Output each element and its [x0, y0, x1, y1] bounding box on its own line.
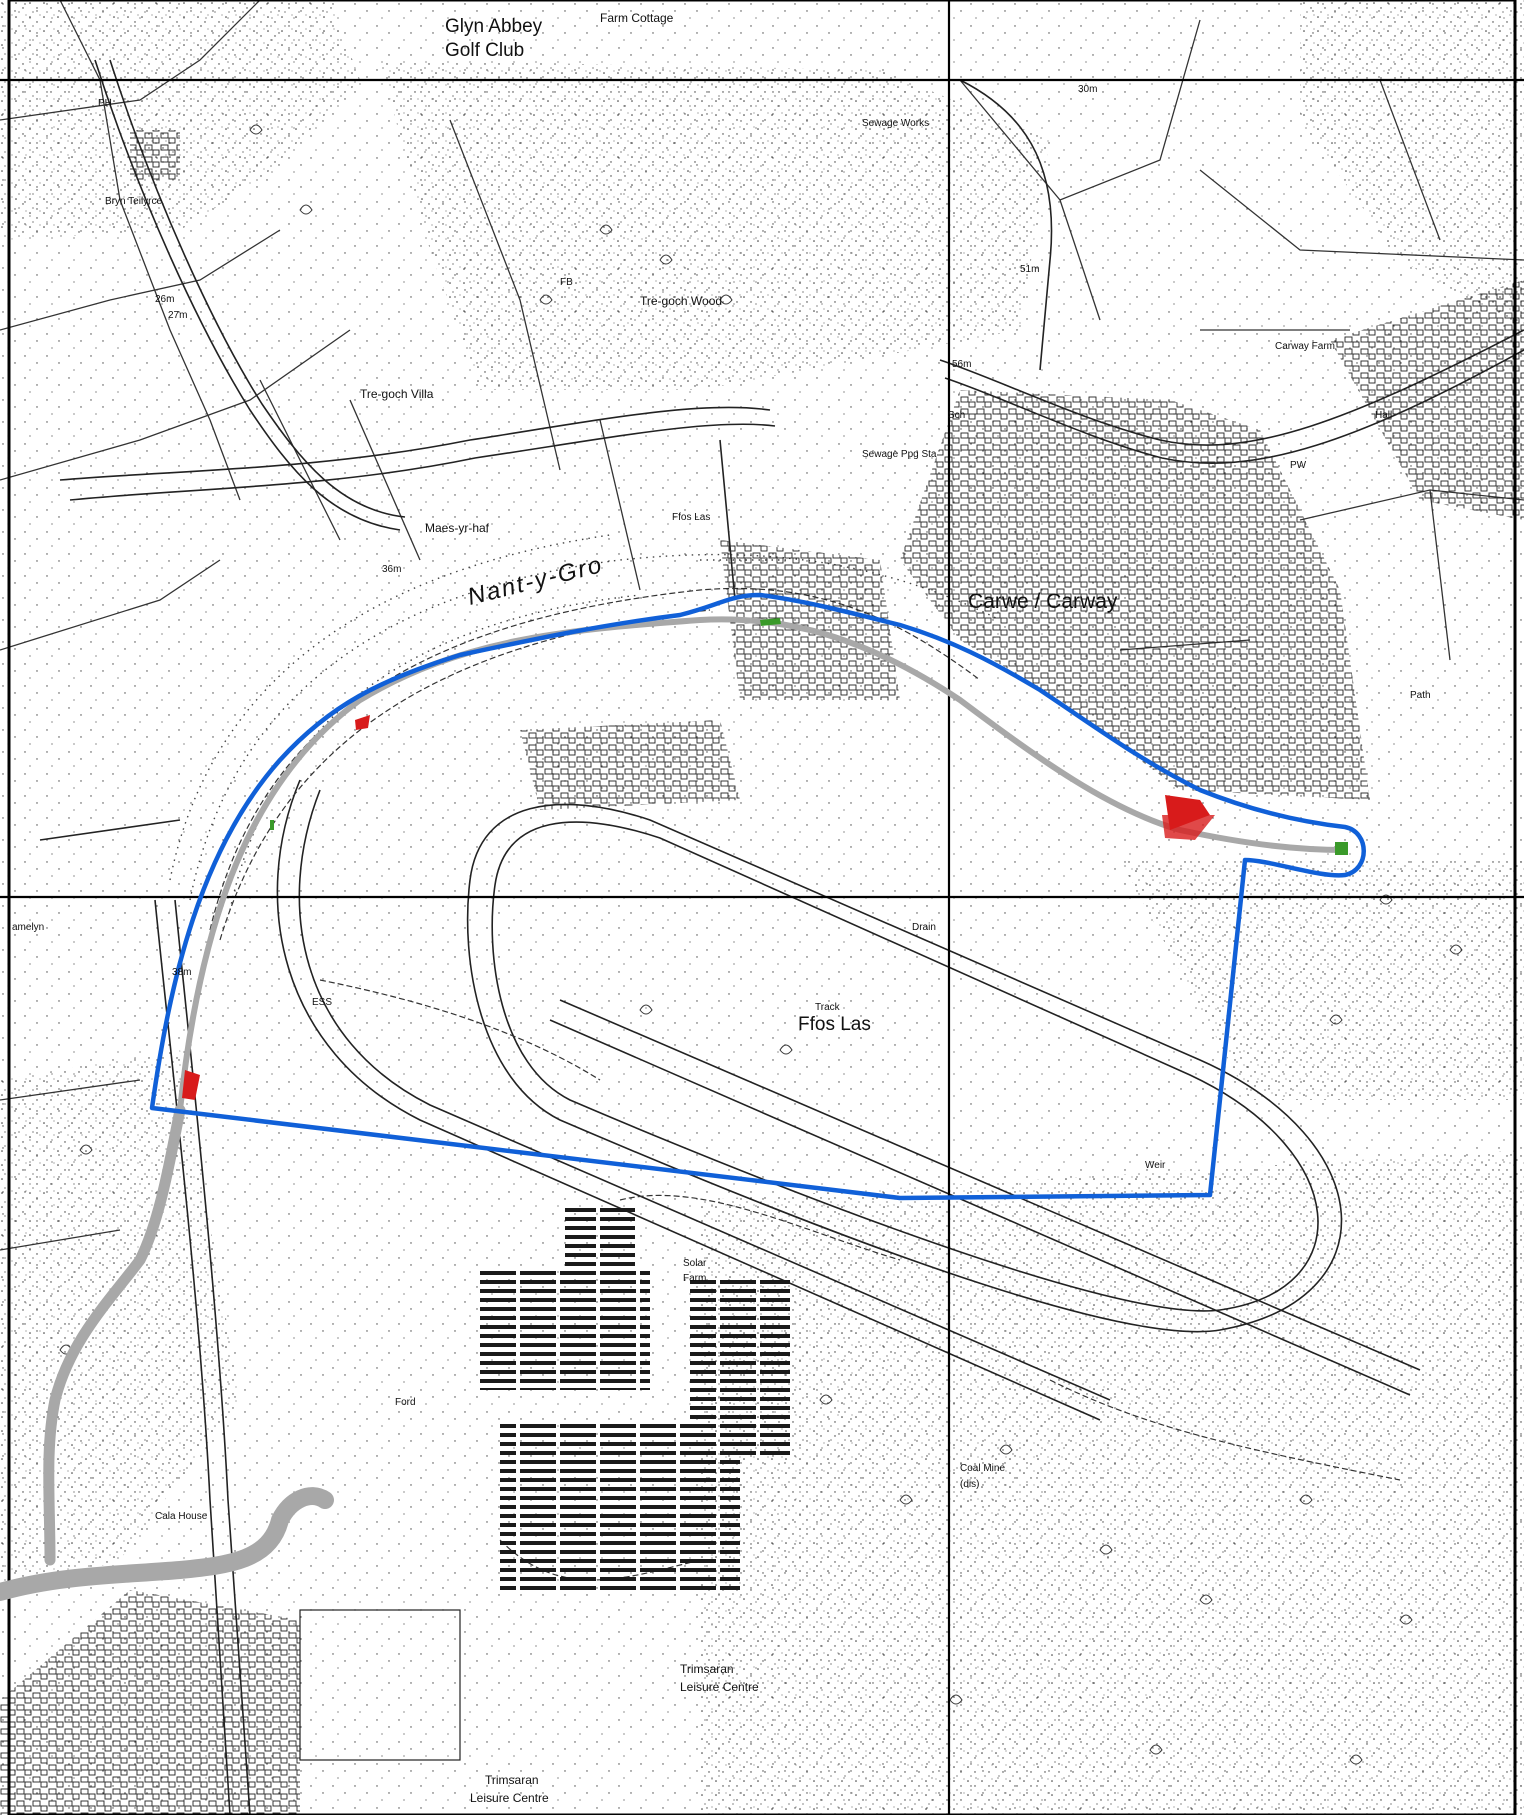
- label-hall: Hall: [1375, 410, 1392, 421]
- label-ffos-las: Ffos Las: [798, 1014, 871, 1035]
- label-farm-cottage: Farm Cottage: [600, 11, 674, 25]
- label-ph: PH: [98, 98, 112, 109]
- label-trimsaran: Trimsaran: [680, 1662, 734, 1676]
- label-path: Path: [1410, 690, 1431, 701]
- label-leisure-centre: Leisure Centre: [680, 1680, 759, 1694]
- label-coal-mine-dis: (dis): [960, 1479, 979, 1490]
- label-cala-house: Cala House: [155, 1511, 208, 1522]
- label-track: Track: [815, 1002, 841, 1013]
- solar-farm: [299, 1205, 790, 1761]
- racecourse-tracks: [276, 779, 1421, 1421]
- label-carwe-carway: Carwe / Carway: [968, 590, 1118, 613]
- label-sewage-works: Sewage Works: [862, 118, 929, 129]
- woodland-symbols: [59, 124, 1463, 1765]
- label-spot-51m: 51m: [1020, 264, 1039, 275]
- label-maes-yr-haf: Maes-yr-haf: [425, 521, 490, 535]
- label-pw: PW: [1290, 460, 1307, 471]
- label-sewage-ppg-sta: Sewage Ppg Sta: [862, 449, 937, 460]
- label-fb: FB: [560, 277, 573, 288]
- map-labels: Glyn Abbey Golf Club Farm Cottage Tre-go…: [12, 11, 1431, 1805]
- label-ford: Ford: [395, 1397, 416, 1408]
- label-spot-36m: 36m: [382, 564, 401, 575]
- label-golf-club: Golf Club: [445, 40, 524, 61]
- label-coal-mine: Coal Mine: [960, 1463, 1005, 1474]
- site-boundary: [149, 592, 1366, 1201]
- label-spot-56m: 56m: [952, 359, 971, 370]
- label-tre-goch-wood: Tre-goch Wood: [640, 294, 722, 308]
- label-weir: Weir: [1145, 1160, 1166, 1171]
- built-up-areas: [0, 130, 1524, 1815]
- field-boundaries: [0, 0, 1524, 1251]
- label-trimsaran-bottom: Trimsaran: [485, 1773, 539, 1787]
- label-bryn-teilyrce: Bryn Teilyrce: [105, 196, 162, 207]
- label-spot-38m: 38m: [172, 967, 191, 978]
- label-tre-goch-villa: Tre-goch Villa: [360, 387, 434, 401]
- label-solar: Solar: [683, 1258, 707, 1269]
- label-spot-26m: 26m: [155, 294, 174, 305]
- label-spot-30m: 30m: [1078, 84, 1097, 95]
- label-drain: Drain: [912, 922, 936, 933]
- label-leisure-centre-bottom: Leisure Centre: [470, 1791, 549, 1805]
- red-hatched-sections: [182, 715, 1215, 1100]
- label-ess: ESS: [312, 997, 332, 1008]
- label-ffos-las-upper: Ffos Las: [672, 512, 710, 523]
- label-carway-farm: Carway Farm: [1275, 341, 1335, 352]
- label-farm: Farm: [683, 1273, 706, 1284]
- label-glyn-abbey: Glyn Abbey: [445, 16, 543, 37]
- label-spot-27m: 27m: [168, 310, 187, 321]
- label-sch: Sch: [948, 410, 965, 421]
- map-frame: [7, 0, 1517, 1815]
- label-amelyn: amelyn: [12, 922, 44, 933]
- green-hatched-sections: [270, 618, 1348, 855]
